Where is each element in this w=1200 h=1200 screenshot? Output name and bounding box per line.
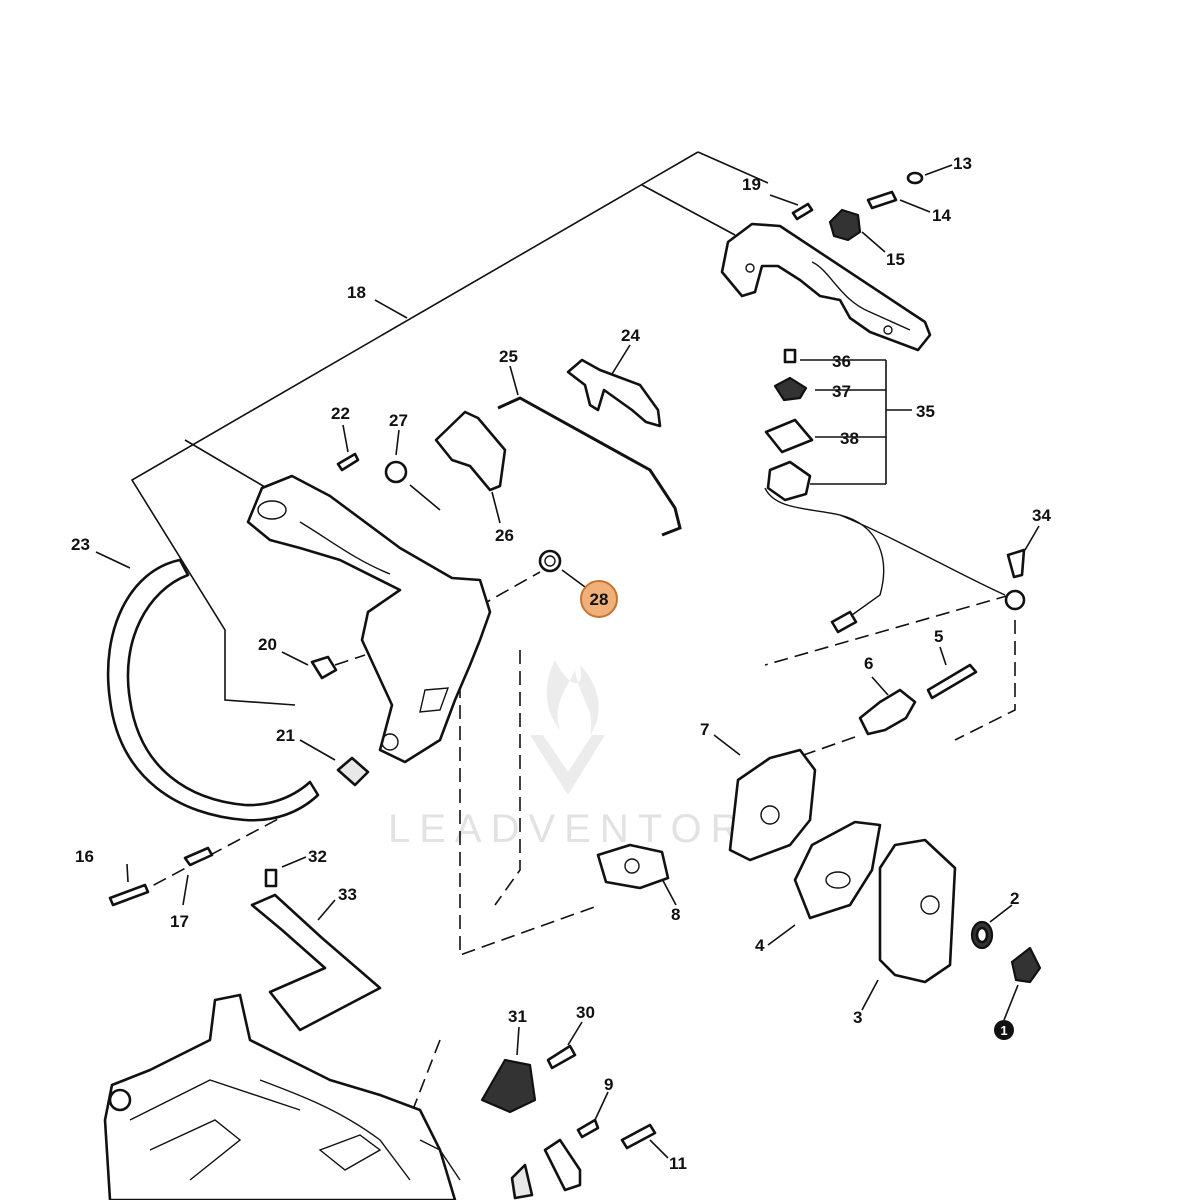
callout-19: 19 bbox=[742, 175, 761, 194]
part-screw-16 bbox=[108, 883, 150, 907]
callout-1[interactable]: 1 bbox=[994, 1020, 1014, 1040]
part-nut-37 bbox=[773, 376, 808, 402]
callout-23: 23 bbox=[71, 535, 90, 554]
part-screw-36 bbox=[783, 348, 797, 364]
part-buffer-20 bbox=[310, 655, 338, 680]
callout-11: 11 bbox=[669, 1154, 687, 1173]
callout-5: 5 bbox=[934, 627, 943, 646]
watermark-text: LEADVENTOR bbox=[388, 807, 748, 851]
callout-8: 8 bbox=[671, 905, 680, 924]
callout-35: 35 bbox=[916, 402, 935, 421]
callout-32: 32 bbox=[308, 847, 327, 866]
callout-21: 21 bbox=[276, 726, 295, 745]
part-screw-9 bbox=[576, 1118, 600, 1139]
callout-22: 22 bbox=[331, 404, 350, 423]
callout-9: 9 bbox=[604, 1075, 613, 1094]
part-plate-33 bbox=[250, 893, 382, 1032]
part-lever-24 bbox=[566, 358, 662, 428]
part-bushing-28 bbox=[538, 549, 562, 573]
part-plate-38 bbox=[764, 418, 814, 454]
part-spring-21 bbox=[336, 756, 370, 787]
callout-labels: 2 3 4 5 6 7 8 9 11 13 14 15 16 17 18 19 … bbox=[71, 154, 1051, 1173]
part-gasket-8 bbox=[596, 843, 670, 890]
part-screw-32 bbox=[264, 868, 278, 888]
part-top-handle-cover bbox=[720, 222, 932, 352]
part-pin-14 bbox=[866, 190, 898, 210]
part-screw-19 bbox=[791, 202, 814, 221]
callout-14: 14 bbox=[932, 206, 951, 225]
leader-lines bbox=[95, 151, 1040, 1159]
callout-28: 28 bbox=[590, 590, 609, 609]
part-cover-3 bbox=[878, 838, 957, 984]
part-switch-35 bbox=[764, 460, 1026, 634]
part-engine-housing bbox=[103, 993, 461, 1200]
part-screw-34 bbox=[1006, 548, 1026, 579]
part-rear-handle-housing bbox=[246, 474, 492, 764]
watermark: LEADVENTOR bbox=[388, 660, 748, 851]
callout-3: 3 bbox=[853, 1008, 862, 1027]
callout-13: 13 bbox=[953, 154, 972, 173]
part-lever-bottom bbox=[543, 1138, 582, 1192]
callout-7: 7 bbox=[700, 720, 709, 739]
part-handle-tube-23 bbox=[106, 558, 320, 822]
callout-28-highlight[interactable]: 28 bbox=[580, 580, 618, 618]
part-screw-22 bbox=[336, 452, 360, 472]
part-trigger-26 bbox=[434, 410, 507, 492]
part-pin-11 bbox=[620, 1123, 657, 1150]
svg-text:1: 1 bbox=[1000, 1023, 1007, 1038]
part-washer-2 bbox=[970, 920, 994, 950]
part-spring-bottom bbox=[510, 1163, 534, 1200]
callout-27: 27 bbox=[389, 411, 408, 430]
callout-4: 4 bbox=[755, 936, 765, 955]
callout-17: 17 bbox=[170, 912, 189, 931]
callout-30: 30 bbox=[576, 1003, 595, 1022]
callout-15: 15 bbox=[886, 250, 905, 269]
callout-16: 16 bbox=[75, 847, 94, 866]
part-filter-4 bbox=[793, 820, 882, 920]
part-spring-27 bbox=[384, 460, 408, 484]
callout-6: 6 bbox=[864, 654, 873, 673]
callout-38: 38 bbox=[840, 429, 859, 448]
callout-37: 37 bbox=[832, 382, 851, 401]
part-screw-5 bbox=[926, 663, 978, 700]
part-knob-1 bbox=[1010, 946, 1042, 984]
callout-25: 25 bbox=[499, 347, 518, 366]
part-boot-31 bbox=[480, 1058, 537, 1114]
callout-2: 2 bbox=[1010, 889, 1019, 908]
part-rod-25 bbox=[497, 396, 682, 537]
part-elbow-6 bbox=[858, 688, 917, 736]
part-spring-15 bbox=[828, 208, 862, 242]
callout-20: 20 bbox=[258, 635, 277, 654]
part-washer-13 bbox=[906, 171, 924, 185]
part-pin-17 bbox=[183, 846, 214, 867]
callout-36: 36 bbox=[832, 352, 851, 371]
part-screw-30 bbox=[546, 1044, 577, 1070]
callout-26: 26 bbox=[495, 526, 514, 545]
callout-34: 34 bbox=[1032, 506, 1051, 525]
callout-24: 24 bbox=[621, 326, 640, 345]
part-filter-base-7 bbox=[728, 748, 817, 862]
callout-18: 18 bbox=[347, 283, 366, 302]
callout-31: 31 bbox=[508, 1007, 527, 1026]
callout-33: 33 bbox=[338, 885, 357, 904]
